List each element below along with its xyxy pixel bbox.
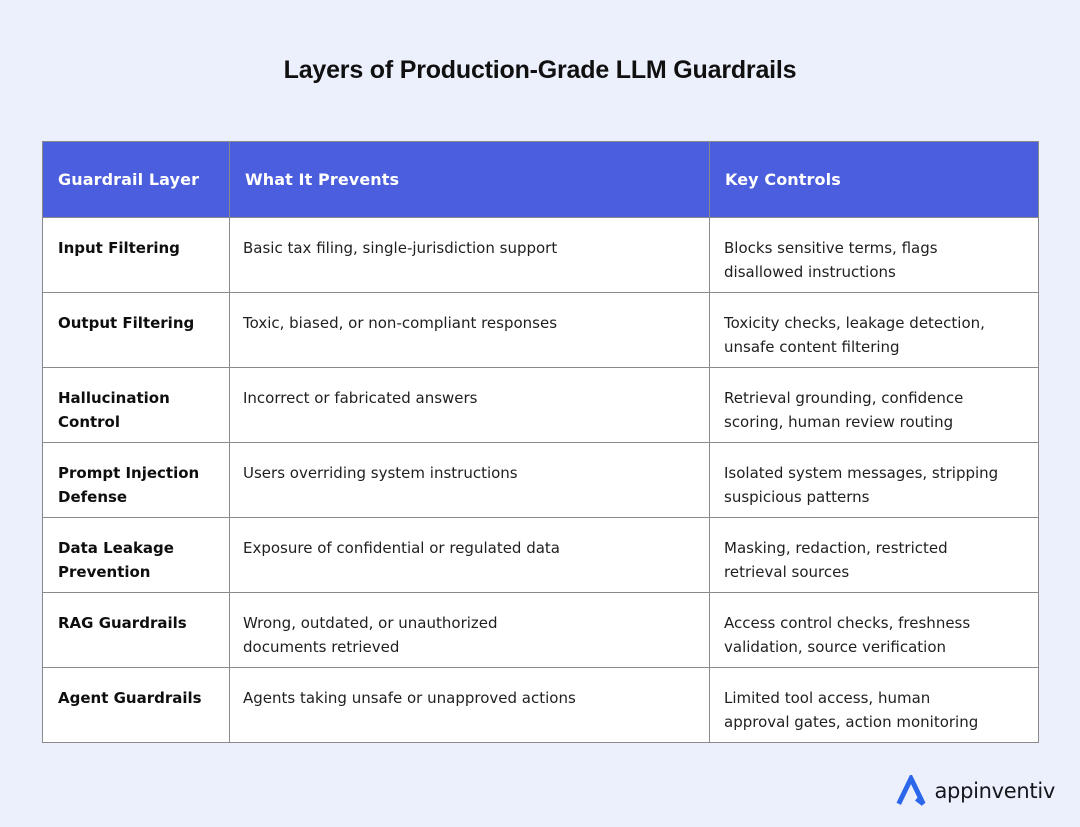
column-header-what-it-prevents: What It Prevents [229,141,710,218]
cell-controls: Blocks sensitive terms, flags disallowed… [709,217,1039,293]
cell-prevents: Exposure of confidential or regulated da… [229,517,710,593]
cell-controls: Masking, redaction, restricted retrieval… [709,517,1039,593]
cell-layer: RAG Guardrails [42,592,230,668]
cell-layer: Prompt Injection Defense [42,442,230,518]
cell-controls: Toxicity checks, leakage detection, unsa… [709,292,1039,368]
table-row: Hallucination Control Incorrect or fabri… [42,367,1039,443]
cell-layer: Output Filtering [42,292,230,368]
brand-logo: appinventiv [895,773,1055,809]
guardrails-table: Guardrail Layer What It Prevents Key Con… [42,141,1039,743]
header-row: Guardrail Layer What It Prevents Key Con… [42,141,1039,218]
table-row: Data Leakage Prevention Exposure of conf… [42,517,1039,593]
cell-prevents: Basic tax filing, single-jurisdiction su… [229,217,710,293]
cell-prevents: Users overriding system instructions [229,442,710,518]
column-header-guardrail-layer: Guardrail Layer [42,141,230,218]
cell-layer: Input Filtering [42,217,230,293]
table-header: Guardrail Layer What It Prevents Key Con… [42,141,1039,218]
cell-prevents: Toxic, biased, or non-compliant response… [229,292,710,368]
table-row: Input Filtering Basic tax filing, single… [42,217,1039,293]
cell-controls: Isolated system messages, stripping susp… [709,442,1039,518]
cell-prevents: Wrong, outdated, or unauthorized documen… [229,592,710,668]
column-header-key-controls: Key Controls [709,141,1039,218]
cell-layer: Agent Guardrails [42,667,230,743]
table-row: Agent Guardrails Agents taking unsafe or… [42,667,1039,743]
cell-prevents: Incorrect or fabricated answers [229,367,710,443]
cell-controls: Access control checks, freshness validat… [709,592,1039,668]
table-row: Prompt Injection Defense Users overridin… [42,442,1039,518]
page-title: Layers of Production-Grade LLM Guardrail… [283,56,797,84]
cell-layer: Hallucination Control [42,367,230,443]
cell-controls: Retrieval grounding, confidence scoring,… [709,367,1039,443]
cell-controls: Limited tool access, human approval gate… [709,667,1039,743]
brand-name: appinventiv [934,779,1055,803]
table-row: RAG Guardrails Wrong, outdated, or unaut… [42,592,1039,668]
table-row: Output Filtering Toxic, biased, or non-c… [42,292,1039,368]
appinventiv-a-icon [896,775,926,806]
cell-layer: Data Leakage Prevention [42,517,230,593]
cell-prevents: Agents taking unsafe or unapproved actio… [229,667,710,743]
